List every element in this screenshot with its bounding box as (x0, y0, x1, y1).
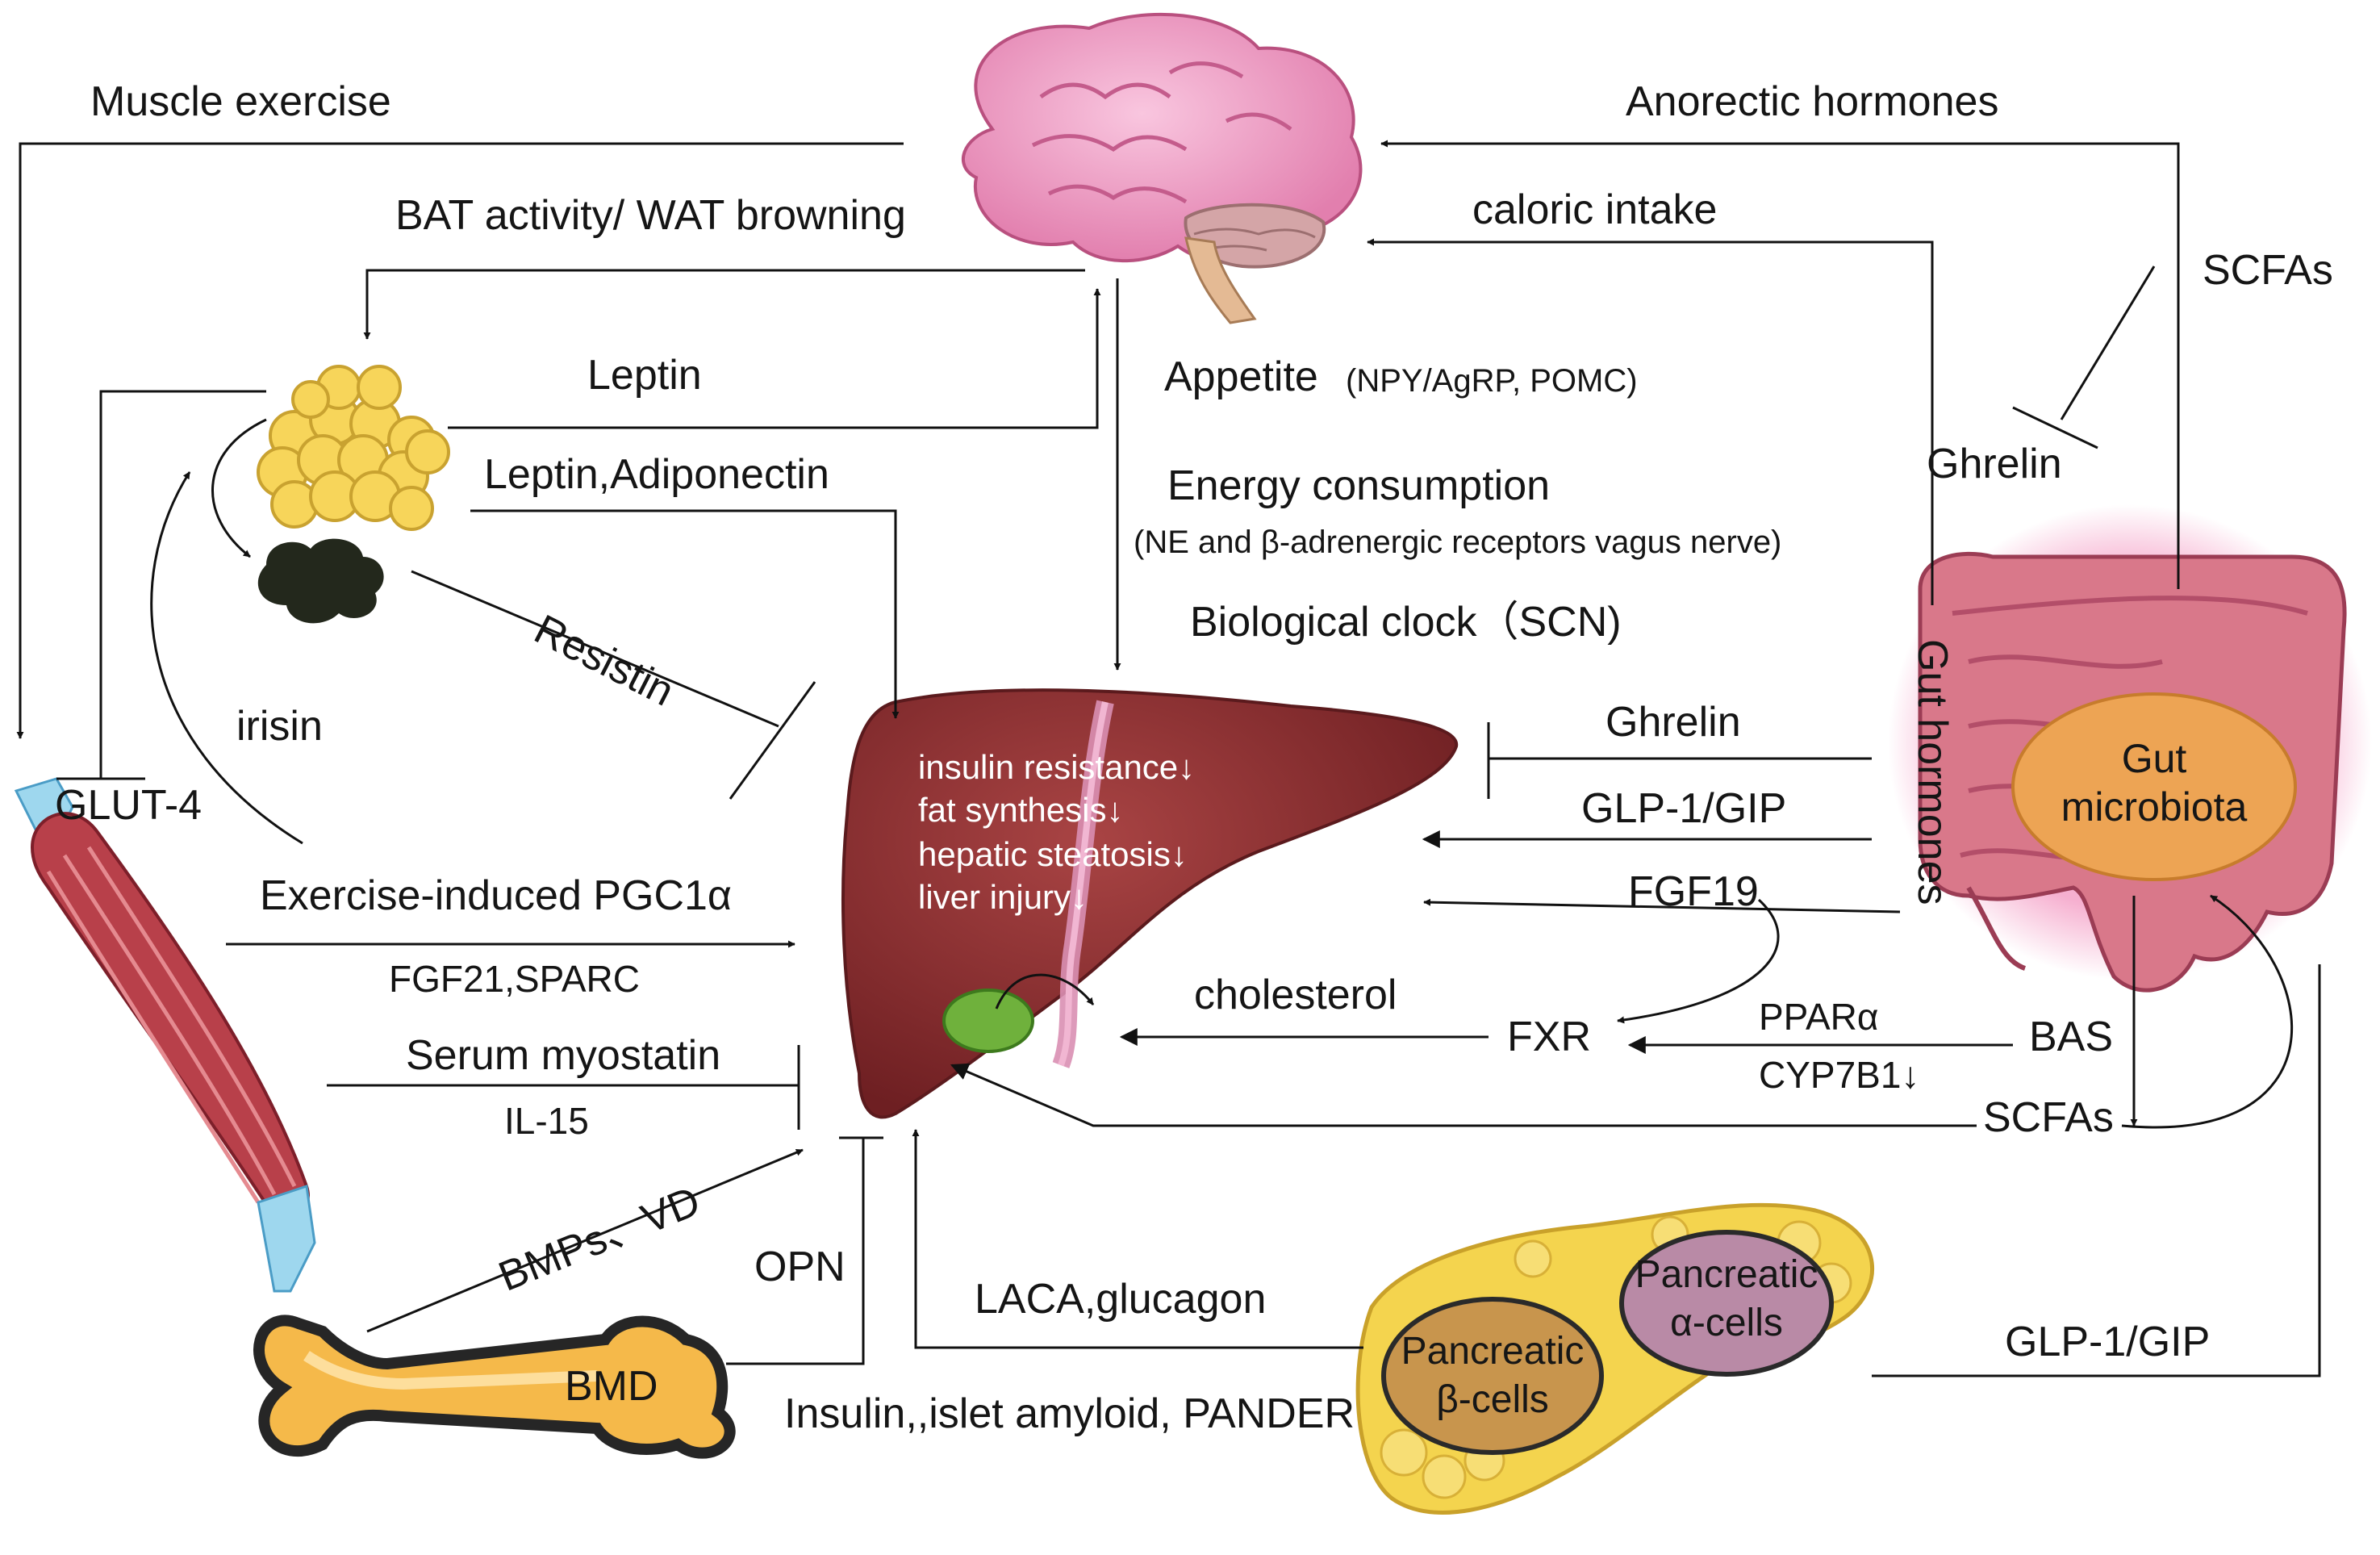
label-scfas-bottom: SCFAs (1983, 1094, 2114, 1141)
arrow-laca-glucagon (912, 1129, 1363, 1349)
label-beta-cells-line2: β-cells (1436, 1378, 1549, 1421)
label-beta-cells-line1: Pancreatic (1401, 1330, 1585, 1373)
bone-illustration (253, 1315, 736, 1459)
label-biological-clock: Biological clock（SCN) (1190, 599, 1622, 646)
label-energy-detail: (NE and β-adrenergic receptors vagus ner… (1134, 525, 1782, 560)
label-gut-microbiota: Gut microbiota (2033, 734, 2275, 831)
arrow-anorectic-hormones (1380, 140, 2180, 589)
label-opn: OPN (754, 1244, 846, 1290)
arrow-irisin (150, 471, 303, 845)
white-fat-illustration (257, 365, 450, 531)
arrow-gallbladder (995, 973, 1095, 1009)
label-insulin-panders: Insulin,,islet amyloid, PANDER (784, 1390, 1355, 1437)
connectors (16, 140, 2321, 1377)
label-caloric-intake: caloric intake (1472, 186, 1718, 233)
label-cholesterol: cholesterol (1194, 972, 1397, 1018)
label-beta-cells: Pancreatic β-cells (1384, 1327, 1601, 1424)
label-muscle-exercise: Muscle exercise (90, 78, 391, 125)
liver-effect-4: liver injury↓ (918, 878, 1088, 916)
label-irisin: irisin (236, 703, 323, 750)
label-gut-microbiota-line2: microbiota (2061, 784, 2248, 830)
label-laca-glucagon: LACA,glucagon (975, 1276, 1267, 1323)
arrow-bat-activity (363, 269, 1085, 340)
brain-illustration (961, 12, 1363, 324)
label-anorectic-hormones: Anorectic hormones (1626, 78, 1999, 125)
liver-effect-3: hepatic steatosis↓ (918, 835, 1188, 873)
arrow-fgf19 (1423, 898, 1901, 913)
label-fgf19: FGF19 (1628, 868, 1759, 915)
label-energy-consumption: Energy consumption (1167, 462, 1551, 509)
arrow-scfas-liver (950, 1063, 1977, 1127)
label-gut-hormones: Gut hormones (1909, 639, 1956, 905)
inhibit-opn (726, 1138, 865, 1365)
arrow-glp1-gip-bottom (1872, 964, 2321, 1377)
label-appetite-detail: (NPY/AgRP, POMC) (1346, 363, 1638, 399)
label-exercise-pgc1a: Exercise-induced PGC1α (260, 872, 732, 919)
label-appetite: Appetite (1164, 353, 1318, 400)
liver-effect-1: insulin resistance↓ (918, 748, 1196, 786)
label-bat-activity: BAT activity/ WAT browning (395, 192, 906, 239)
pancreas-illustration (1355, 1202, 1875, 1515)
label-leptin-adiponectin: Leptin,Adiponectin (484, 451, 829, 498)
inhibit-glut4 (99, 390, 266, 779)
brown-fat-illustration (257, 538, 384, 624)
arrow-fgf19-fxr (1617, 898, 1780, 1024)
label-cyp7b1: CYP7B1↓ (1759, 1054, 1920, 1096)
label-glp1-gip-bottom: GLP-1/GIP (2005, 1319, 2211, 1365)
liver-illustration (841, 688, 1459, 1119)
label-bas: BAS (2029, 1014, 2114, 1060)
label-il15: IL-15 (504, 1100, 589, 1142)
label-fgf21-sparc: FGF21,SPARC (389, 958, 640, 1000)
arrow-bmps-vd (366, 1148, 804, 1333)
arrow-caloric-intake (1367, 238, 1934, 605)
arrow-fat-browning (211, 418, 267, 558)
label-serum-myostatin: Serum myostatin (406, 1032, 721, 1079)
inhibit-scfas-ghrelin (2060, 265, 2156, 420)
label-glut4: GLUT-4 (55, 782, 203, 829)
gut-illustration (1888, 504, 2372, 993)
arrow-leptin (448, 288, 1101, 429)
label-bmd: BMD (565, 1363, 658, 1410)
label-scfas-top: SCFAs (2203, 247, 2333, 294)
label-ghrelin-mid: Ghrelin (1605, 699, 1741, 746)
arrow-muscle-exercise (16, 142, 904, 739)
label-gut-microbiota-line1: Gut (2121, 736, 2187, 781)
label-alpha-cells: Pancreatic α-cells (1622, 1251, 1831, 1348)
label-ppara: PPARα (1759, 996, 1879, 1038)
label-alpha-cells-line2: α-cells (1670, 1302, 1783, 1344)
label-fxr: FXR (1507, 1014, 1591, 1060)
inhibit-resistin (411, 570, 779, 728)
label-alpha-cells-line1: Pancreatic (1635, 1253, 1818, 1296)
liver-effect-2: fat synthesis↓ (918, 791, 1124, 829)
muscle-illustration (14, 777, 316, 1293)
arrow-scfas-gut (2121, 894, 2293, 1129)
label-leptin: Leptin (587, 352, 702, 399)
label-ghrelin-top: Ghrelin (1927, 441, 2062, 487)
arrow-leptin-adiponectin (470, 509, 900, 719)
label-glp1-gip-mid: GLP-1/GIP (1581, 785, 1787, 832)
